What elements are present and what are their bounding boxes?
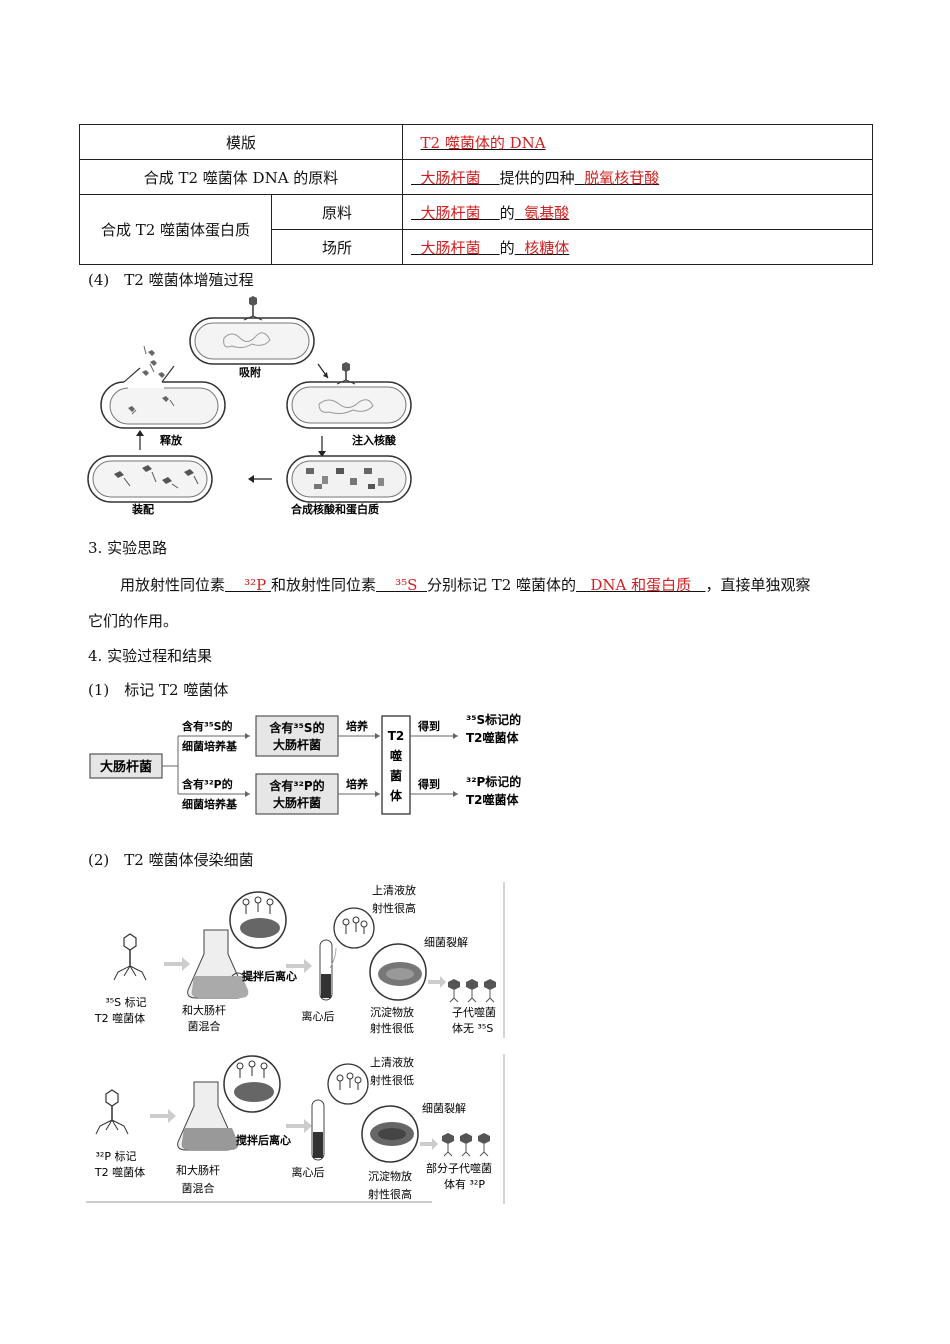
top-medium-line2: 细菌培养基 — [182, 739, 238, 753]
table-cell-sub: 场所 — [271, 229, 403, 265]
supernatant-circle — [327, 1063, 369, 1105]
top-medium-line1: 含有³⁵S的 — [181, 719, 233, 733]
get-label-top: 得到 — [417, 719, 440, 733]
lysis-label: 细菌裂解 — [424, 935, 468, 949]
subheading-infection: (2) T2 噬菌体侵染细菌 — [88, 851, 254, 869]
phage-char1: T2 — [388, 729, 405, 743]
cell-adsorb-illustration — [189, 296, 315, 365]
phage-icon — [95, 1089, 129, 1135]
phage-label-line1: ³²P 标记 — [96, 1149, 137, 1163]
flask-icon — [187, 929, 249, 999]
supernatant-line1: 上清液放 — [370, 1055, 414, 1069]
section-heading-proliferation: (4) T2 噬菌体增殖过程 — [88, 271, 254, 289]
flask-icon — [177, 1081, 239, 1151]
result-top-line2: T2噬菌体 — [466, 730, 520, 745]
table-cell-answer: 大肠杆菌 提供的四种 脱氧核苷酸 — [402, 159, 873, 195]
bot-box-line2: 大肠杆菌 — [273, 795, 321, 810]
supernatant-line2: 射性很高 — [372, 901, 416, 915]
stir-label: 搅拌后离心 — [236, 1133, 291, 1147]
table-row: 合成 T2 噬菌体蛋白质 原料 大肠杆菌 的 氨基酸 — [79, 194, 873, 265]
pellet-line1: 沉淀物放 — [370, 1005, 414, 1019]
label-inject: 注入核酸 — [352, 433, 397, 447]
result-bot-line2: T2噬菌体 — [466, 792, 520, 807]
mix-label-line2: 菌混合 — [188, 1019, 221, 1033]
phage-char2: 噬 — [390, 748, 402, 763]
section-heading-process: 4. 实验过程和结果 — [88, 647, 213, 665]
table-row: 场所 大肠杆菌 的 核糖体 — [80, 229, 873, 265]
phage-label-line1: ³⁵S 标记 — [105, 995, 146, 1009]
bacterium-icon — [240, 918, 280, 938]
mix-label-line1: 和大肠杆 — [182, 1003, 226, 1017]
table-cell-sub: 原料 — [271, 194, 403, 230]
label-release: 释放 — [160, 433, 183, 447]
phage-char4: 体 — [390, 788, 403, 803]
cell-synth-illustration — [286, 455, 412, 503]
label-synth: 合成核酸和蛋白质 — [291, 502, 379, 516]
table-cell-group: 合成 T2 噬菌体蛋白质 — [79, 194, 272, 265]
table-cell-answer: 大肠杆菌 的 氨基酸 — [402, 194, 873, 230]
label-adsorb: 吸附 — [239, 365, 261, 379]
supernatant-line2: 射性很低 — [370, 1073, 414, 1087]
table-cell-answer: 大肠杆菌 的 核糖体 — [402, 229, 873, 265]
table-cell-answer: T2 噬菌体的 DNA — [402, 124, 873, 160]
cell-assemble-illustration — [87, 455, 213, 503]
top-ecoli-box — [255, 715, 339, 757]
progeny-line1: 部分子代噬菌 — [426, 1161, 492, 1175]
phage-cycle-diagram: 吸附 注入核酸 合成核酸和蛋白质 装配 释放 — [87, 296, 412, 516]
phage-char3: 菌 — [390, 768, 402, 783]
phage-icon — [113, 933, 147, 981]
pellet-line2: 射性很高 — [368, 1187, 412, 1201]
table-row: 模版 T2 噬菌体的 DNA — [79, 124, 873, 160]
cell-inject-illustration — [286, 362, 412, 429]
ecoli-label: 大肠杆菌 — [100, 759, 152, 775]
label-assemble: 装配 — [131, 502, 154, 516]
phage-label-line2: T2 噬菌体 — [94, 1165, 145, 1179]
pellet-line2: 射性很低 — [370, 1021, 414, 1035]
get-label-bot: 得到 — [417, 777, 440, 791]
labeling-flow-diagram: 大肠杆菌 含有³⁵S的 细菌培养基 含有³²P的 细菌培养基 含有³⁵S的 大肠… — [89, 712, 521, 815]
supernatant-circle — [333, 907, 375, 949]
infection-32p-diagram: ³²P 标记 T2 噬菌体 和大肠杆 菌混合 搅拌后离心 离心后 上清液放 射性… — [86, 1054, 505, 1204]
progeny-line1: 子代噬菌 — [452, 1005, 496, 1019]
result-bot-line1: ³²P标记的 — [466, 774, 521, 789]
result-top-line1: ³⁵S标记的 — [466, 712, 521, 727]
supernatant-line1: 上清液放 — [372, 883, 416, 897]
progeny-line2: 体无 ³⁵S — [452, 1021, 493, 1035]
pellet-line1: 沉淀物放 — [368, 1169, 412, 1183]
section-heading-idea: 3. 实验思路 — [88, 539, 168, 557]
cell-release-illustration — [100, 345, 226, 429]
culture-label-bot: 培养 — [346, 777, 369, 791]
table-cell-label: 合成 T2 噬菌体 DNA 的原料 — [79, 159, 403, 195]
table-cell-label: 模版 — [79, 124, 403, 160]
mix-label-line2: 菌混合 — [182, 1181, 215, 1195]
stir-label: 提拌后离心 — [242, 969, 297, 983]
subheading-label-phage: (1) 标记 T2 噬菌体 — [88, 681, 229, 699]
bacterium-icon — [234, 1082, 274, 1102]
lysis-label: 细菌裂解 — [422, 1101, 466, 1115]
bot-medium-line1: 含有³²P的 — [181, 777, 233, 791]
paragraph-idea-line1: 用放射性同位素 ³²P 和放射性同位素 ³⁵S 分别标记 T2 噬菌体的 DNA… — [120, 576, 811, 594]
centrifuge-label: 离心后 — [292, 1165, 325, 1179]
phage-synthesis-table: 模版 T2 噬菌体的 DNA 合成 T2 噬菌体 DNA 的原料 大肠杆菌 提供… — [79, 124, 873, 265]
bot-medium-line2: 细菌培养基 — [182, 797, 238, 811]
mix-label-line1: 和大肠杆 — [176, 1163, 220, 1177]
culture-label-top: 培养 — [346, 719, 369, 733]
phage-label-line2: T2 噬菌体 — [94, 1011, 145, 1025]
infection-35s-diagram: ³⁵S 标记 T2 噬菌体 和大肠杆 菌混合 提拌后离心 离心后 上清液放 射性… — [94, 882, 505, 1038]
top-box-line2: 大肠杆菌 — [273, 737, 321, 752]
phage-box — [381, 715, 411, 815]
bot-ecoli-box — [255, 773, 339, 815]
table-row: 合成 T2 噬菌体 DNA 的原料 大肠杆菌 提供的四种 脱氧核苷酸 — [79, 159, 873, 195]
paragraph-idea-line2: 它们的作用。 — [88, 612, 179, 630]
centrifuge-label: 离心后 — [302, 1009, 335, 1023]
progeny-line2: 体有 ³²P — [444, 1177, 485, 1191]
top-box-line1: 含有³⁵S的 — [269, 720, 324, 735]
bot-box-line1: 含有³²P的 — [269, 778, 324, 793]
